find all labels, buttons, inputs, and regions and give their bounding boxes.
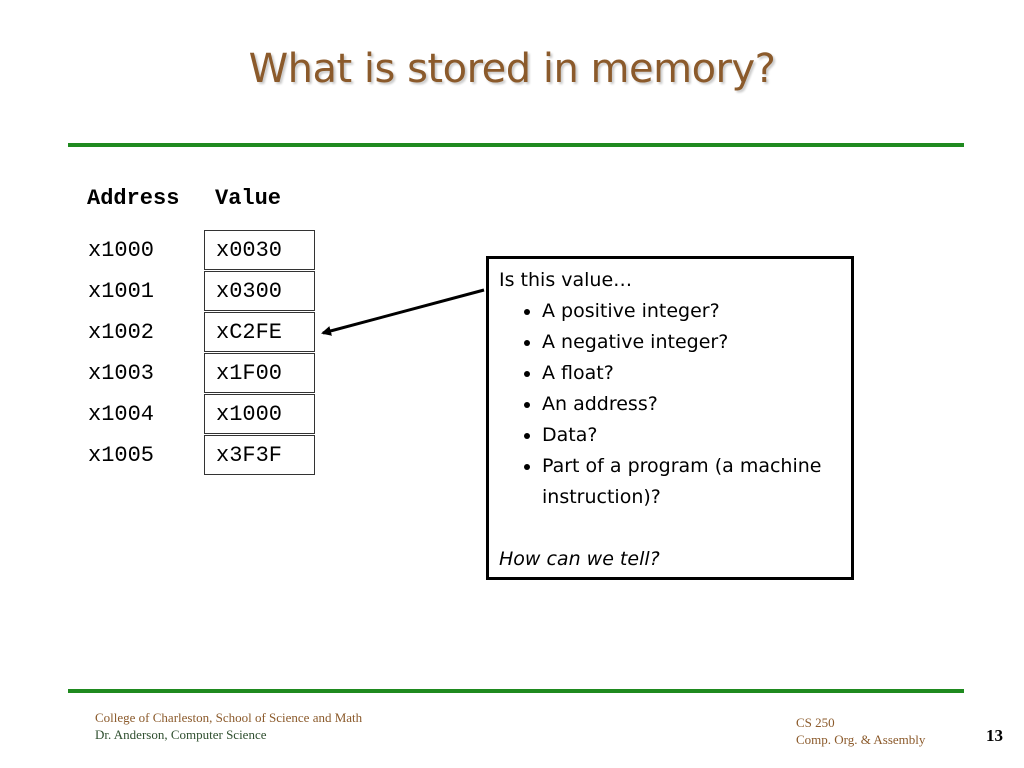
footer-course-number: CS 250 xyxy=(796,715,835,730)
list-item: A positive integer? xyxy=(542,296,841,327)
memory-value-cell: x3F3F xyxy=(204,435,315,475)
bottom-divider xyxy=(68,689,964,693)
memory-value-cell: xC2FE xyxy=(204,312,315,352)
memory-address: x1003 xyxy=(88,361,155,386)
value-column-header: Value xyxy=(215,186,282,211)
callout-list: A positive integer? A negative integer? … xyxy=(499,296,841,513)
memory-value-cell: x1F00 xyxy=(204,353,315,393)
list-item: An address? xyxy=(542,389,841,420)
callout-question: How can we tell? xyxy=(499,548,660,570)
list-item: A negative integer? xyxy=(542,327,841,358)
memory-value-cell: x0030 xyxy=(204,230,315,270)
question-callout-box: Is this value… A positive integer? A neg… xyxy=(486,256,854,580)
memory-address: x1004 xyxy=(88,402,155,427)
memory-address: x1001 xyxy=(88,279,155,304)
footer-school: College of Charleston, School of Science… xyxy=(95,710,363,725)
list-item: Part of a program (a machine instruction… xyxy=(542,451,841,513)
footer-institution: College of Charleston, School of Science… xyxy=(95,709,362,743)
slide-title: What is stored in memory? xyxy=(248,46,776,92)
list-item: A float? xyxy=(542,358,841,389)
memory-address: x1005 xyxy=(88,443,155,468)
list-item: Data? xyxy=(542,420,841,451)
footer-course-name: Comp. Org. & Assembly xyxy=(796,732,926,747)
page-number: 13 xyxy=(986,726,1003,745)
footer-course: CS 250 Comp. Org. & Assembly xyxy=(796,714,925,748)
address-column-header: Address xyxy=(87,186,180,211)
memory-address: x1002 xyxy=(88,320,155,345)
memory-value-cell: x1000 xyxy=(204,394,315,434)
callout-intro: Is this value… xyxy=(499,269,633,291)
memory-value-cell: x0300 xyxy=(204,271,315,311)
memory-address: x1000 xyxy=(88,238,155,263)
top-divider xyxy=(68,143,964,147)
footer-instructor: Dr. Anderson, Computer Science xyxy=(95,727,267,742)
